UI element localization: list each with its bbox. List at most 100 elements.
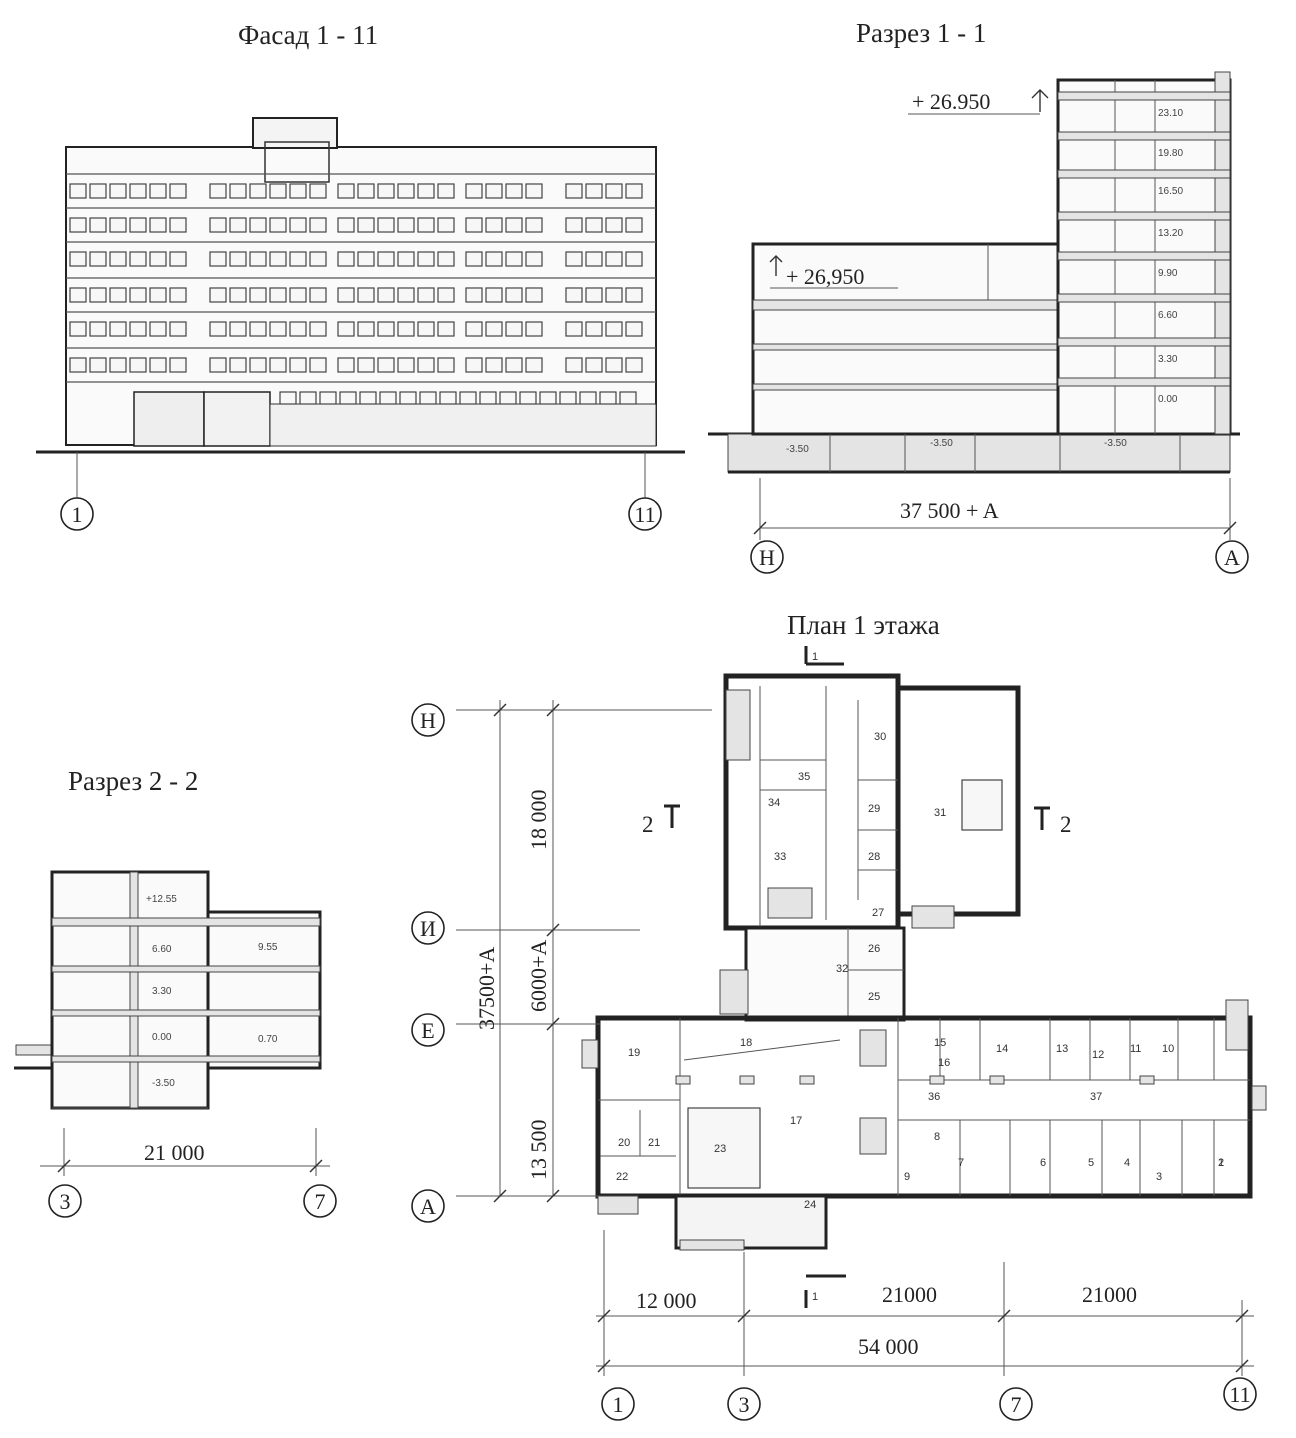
facade-drawing: 1 11 xyxy=(36,117,685,531)
facade-window xyxy=(505,357,523,373)
facade-window xyxy=(525,183,543,199)
section2-drawing: +12.55 6.60 3.30 0.00 -3.50 9.55 0.70 21… xyxy=(14,870,337,1218)
facade-window xyxy=(229,287,247,303)
facade-window xyxy=(625,251,643,267)
facade-window xyxy=(69,287,87,303)
facade-window xyxy=(269,287,287,303)
plan-cut-1-top: 1 xyxy=(812,651,818,663)
facade-window xyxy=(419,391,437,405)
facade-window xyxy=(337,287,355,303)
plan-axis-I-label: И xyxy=(420,916,436,941)
plan-axis-I-bubble xyxy=(411,911,445,945)
section1-floor-mark: 6.60 xyxy=(1158,310,1178,321)
section2-axis-7-bubble xyxy=(303,1184,337,1218)
facade-window xyxy=(289,321,307,337)
facade-window xyxy=(377,217,395,233)
facade-window xyxy=(149,217,167,233)
facade-window xyxy=(437,183,455,199)
plan-room-number: 2 xyxy=(1218,1157,1224,1169)
plan-axis-7-bubble xyxy=(999,1387,1033,1421)
plan-axis-E-bubble xyxy=(411,1013,445,1047)
section2-mark-right-0: 9.55 xyxy=(258,942,278,953)
facade-window xyxy=(499,391,517,405)
facade-window xyxy=(319,391,337,405)
plan-room-number: 24 xyxy=(804,1199,816,1211)
facade-window xyxy=(229,321,247,337)
plan-room-number: 36 xyxy=(928,1091,940,1103)
facade-window xyxy=(209,217,227,233)
facade-window xyxy=(249,217,267,233)
facade-window xyxy=(209,183,227,199)
facade-window xyxy=(525,287,543,303)
plan-dim-lower: 13 500 xyxy=(526,1120,551,1181)
plan-dim-upper: 18 000 xyxy=(526,790,551,851)
facade-window xyxy=(149,251,167,267)
plan-axis-A-bubble xyxy=(411,1189,445,1223)
facade-window xyxy=(417,183,435,199)
facade-window xyxy=(579,391,597,405)
facade-window xyxy=(289,183,307,199)
facade-window xyxy=(169,357,187,373)
facade-window xyxy=(465,357,483,373)
facade-window xyxy=(89,251,107,267)
facade-window xyxy=(209,321,227,337)
facade-window xyxy=(109,251,127,267)
section1-axis-N-label: Н xyxy=(759,545,775,570)
facade-window xyxy=(625,321,643,337)
facade-window xyxy=(505,183,523,199)
facade-window xyxy=(397,183,415,199)
facade-window xyxy=(485,251,503,267)
facade-window xyxy=(309,217,327,233)
plan-axis-A-label: А xyxy=(420,1194,436,1219)
plan-room-number: 8 xyxy=(934,1131,940,1143)
facade-window xyxy=(559,391,577,405)
facade-window xyxy=(289,251,307,267)
section1-floor-mark: 0.00 xyxy=(1158,394,1178,405)
facade-window xyxy=(437,217,455,233)
plan-axis-N-label: Н xyxy=(420,708,436,733)
facade-window xyxy=(605,217,623,233)
facade-window xyxy=(337,217,355,233)
facade-window xyxy=(397,251,415,267)
facade-window xyxy=(269,357,287,373)
facade-window xyxy=(437,251,455,267)
facade-window xyxy=(485,357,503,373)
facade-window xyxy=(565,251,583,267)
facade-window xyxy=(585,251,603,267)
facade-window xyxy=(209,357,227,373)
section1-title: Разрез 1 - 1 xyxy=(856,18,986,48)
facade-window xyxy=(565,217,583,233)
facade-window xyxy=(465,287,483,303)
facade-window xyxy=(109,357,127,373)
facade-window xyxy=(337,183,355,199)
facade-window xyxy=(269,251,287,267)
plan-room-number: 3 xyxy=(1156,1171,1162,1183)
facade-window xyxy=(129,217,147,233)
facade-window xyxy=(309,183,327,199)
facade-window xyxy=(129,251,147,267)
facade-window xyxy=(169,251,187,267)
section1-axis-N-bubble xyxy=(750,540,784,574)
facade-window xyxy=(525,321,543,337)
plan-room-number: 9 xyxy=(904,1171,910,1183)
plan-axis-N-bubble xyxy=(411,703,445,737)
facade-window xyxy=(289,217,307,233)
section1-floor-mark: 3.30 xyxy=(1158,354,1178,365)
section1-basement-mark-0: -3.50 xyxy=(786,444,809,455)
section2-mark-left-2: 3.30 xyxy=(152,986,172,997)
facade-windows xyxy=(66,173,656,405)
facade-window xyxy=(309,287,327,303)
section2-mark-left-1: 6.60 xyxy=(152,944,172,955)
facade-window xyxy=(269,321,287,337)
facade-window xyxy=(437,321,455,337)
facade-window xyxy=(459,391,477,405)
facade-window xyxy=(417,287,435,303)
facade-window xyxy=(357,217,375,233)
facade-window xyxy=(337,357,355,373)
plan-room-number: 30 xyxy=(874,731,886,743)
facade-window xyxy=(309,321,327,337)
facade-window xyxy=(525,251,543,267)
facade-window xyxy=(565,321,583,337)
